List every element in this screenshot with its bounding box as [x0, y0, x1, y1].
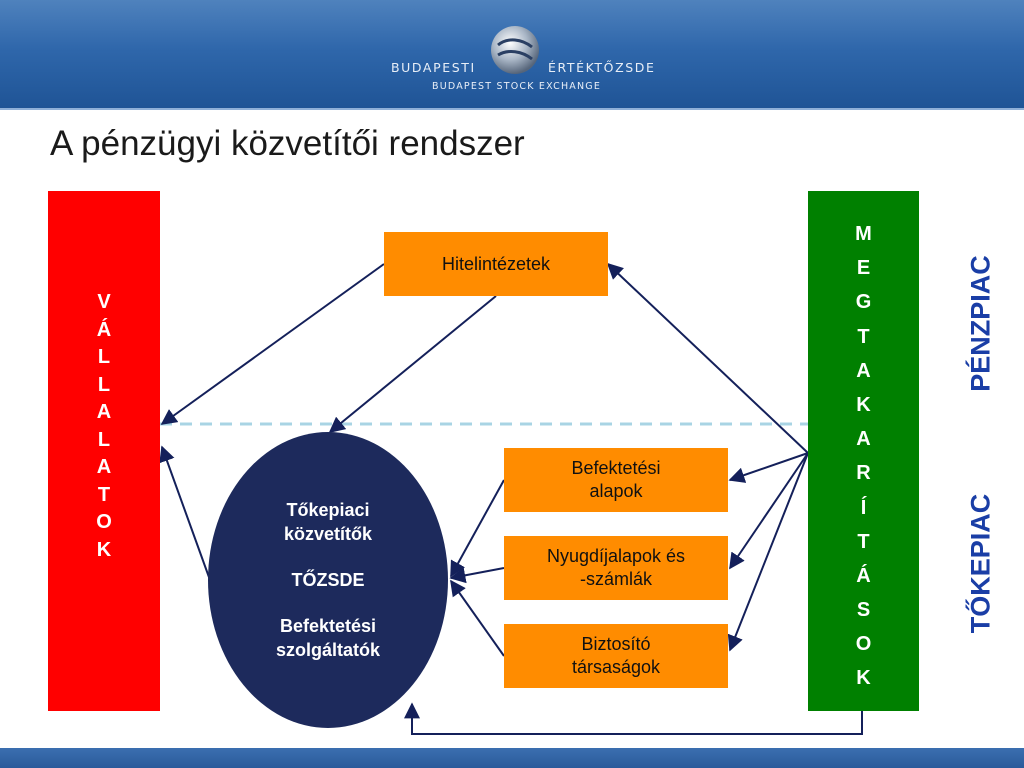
vallalatok-letter: V	[97, 291, 111, 313]
megtakaritasok-letter: S	[856, 599, 871, 622]
megtakaritasok-column: M E G T A K A R Í T Á S O K	[808, 191, 919, 711]
befektetesi-alapok-label-line1: Befektetési	[571, 458, 661, 478]
tokepiaci-kozvetitok-ellipse: Tőkepiaci közvetítők TŐZSDE Befektetési …	[208, 432, 448, 728]
arrow-savings-to-center-bottom	[404, 702, 863, 735]
arrow-bef-to-center	[450, 479, 505, 578]
arrow-nyug-to-center	[449, 567, 505, 584]
slide-title: A pénzügyi közvetítői rendszer	[50, 124, 525, 163]
arrow-savings-to-nyug	[729, 452, 809, 570]
biztosito-label-line1: Biztosító	[581, 634, 651, 654]
vallalatok-letter: L	[97, 346, 111, 368]
megtakaritasok-letter: T	[857, 325, 870, 348]
megtakaritasok-letter: G	[855, 291, 872, 314]
penzpiac-label: PÉNZPIAC	[965, 255, 996, 392]
vallalatok-letter: T	[97, 483, 111, 506]
center-label-line2: közvetítők	[283, 524, 373, 544]
vallalatok-letter: A	[96, 401, 112, 423]
vallalatok-letter: L	[97, 428, 111, 451]
arrow-bizt-to-center	[450, 579, 505, 657]
logo-text-ertektozsde: ÉRTÉKTŐZSDE	[548, 60, 656, 75]
megtakaritasok-letter: Á	[856, 564, 871, 587]
header-divider	[0, 108, 1024, 110]
footer-band	[0, 748, 1024, 768]
bse-globe-logo-icon	[491, 26, 539, 74]
megtakaritasok-letter: Í	[860, 496, 867, 519]
vallalatok-column: V Á L L A L A T O K	[48, 191, 160, 711]
logo-subtitle: BUDAPEST STOCK EXCHANGE	[432, 81, 602, 92]
megtakaritasok-letter: A	[856, 359, 871, 382]
arrow-savings-to-bizt	[727, 452, 809, 652]
center-label-line4: Befektetési	[279, 616, 377, 636]
arrow-savings-to-hitel	[606, 262, 809, 454]
arrow-savings-to-bef	[728, 452, 809, 483]
nyugdijalapok-label-line1: Nyugdíjalapok és	[546, 546, 686, 566]
hitelintezetek-box: Hitelintézetek	[384, 232, 608, 296]
megtakaritasok-letter: K	[856, 393, 871, 416]
biztosito-box: Biztosító társaságok	[504, 624, 728, 688]
vallalatok-letter: A	[96, 456, 112, 478]
center-label-tozsde: TŐZSDE	[291, 570, 365, 590]
arrow-hitel-to-center	[328, 295, 497, 434]
befektetesi-alapok-label-line2: alapok	[589, 481, 643, 501]
vallalatok-letter: O	[96, 511, 112, 533]
vallalatok-letter: K	[96, 538, 112, 561]
megtakaritasok-letter: E	[856, 257, 871, 280]
arrow-hitel-to-vallalatok	[160, 263, 385, 425]
arrow-center-to-vallalatok	[159, 445, 211, 581]
megtakaritasok-letter: A	[856, 428, 871, 451]
hitelintezetek-label: Hitelintézetek	[441, 253, 551, 274]
nyugdijalapok-label-line2: -számlák	[579, 569, 652, 589]
megtakaritasok-letter: M	[855, 223, 872, 245]
megtakaritasok-letter: K	[856, 667, 871, 690]
nyugdijalapok-box: Nyugdíjalapok és -számlák	[504, 536, 728, 600]
biztosito-label-line2: társaságok	[571, 657, 661, 677]
vallalatok-letter: L	[97, 373, 111, 396]
megtakaritasok-letter: R	[856, 462, 871, 485]
tokepiac-label: TŐKEPIAC	[965, 493, 996, 634]
megtakaritasok-letter: O	[855, 633, 872, 656]
vallalatok-letter: Á	[96, 318, 112, 341]
megtakaritasok-letter: T	[857, 530, 870, 553]
logo-text-budapesti: BUDAPESTI	[391, 60, 476, 75]
center-label-line1: Tőkepiaci	[286, 500, 370, 520]
center-label-line5: szolgáltatók	[275, 640, 381, 660]
befektetesi-alapok-box: Befektetési alapok	[504, 448, 728, 512]
